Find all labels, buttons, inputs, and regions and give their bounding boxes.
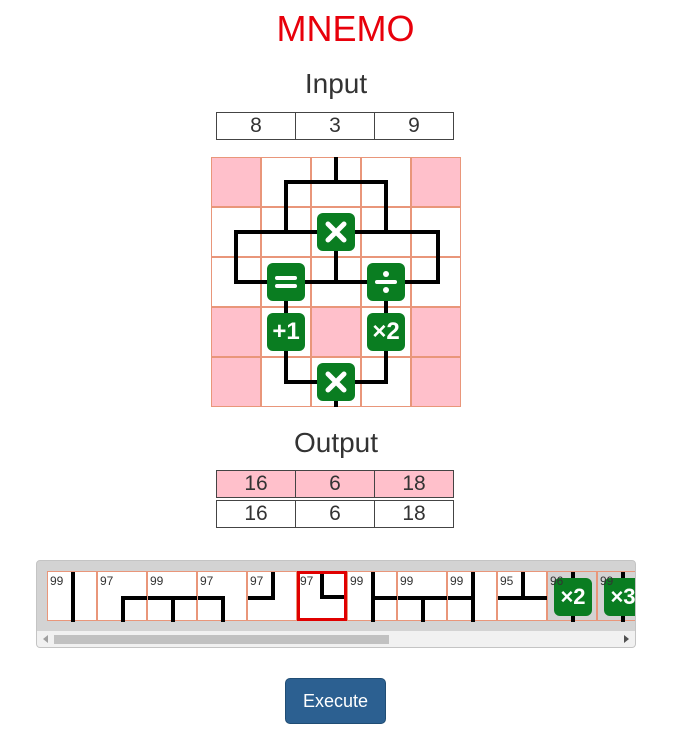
tile-count: 97 — [250, 574, 264, 588]
scroll-right-arrow-icon[interactable] — [624, 635, 629, 643]
board-cell[interactable] — [211, 357, 261, 407]
palette-tiles: 99 97 99 97 97 — [47, 571, 635, 633]
wire-tile-icon — [248, 572, 275, 600]
board-cell[interactable] — [411, 307, 461, 357]
times-icon — [325, 221, 347, 243]
board-cell[interactable] — [211, 307, 261, 357]
input-cell: 3 — [295, 112, 375, 140]
palette-tile[interactable]: 99 — [397, 571, 448, 622]
tile-count: 99 — [50, 574, 64, 588]
multiply-op-bottom[interactable] — [317, 363, 355, 401]
wire-tile-icon — [498, 572, 548, 600]
wire-tile-icon — [198, 596, 225, 622]
board-cell[interactable] — [411, 357, 461, 407]
palette-tile[interactable]: 99 — [447, 571, 497, 622]
board-cell[interactable] — [411, 157, 461, 207]
tile-count: 99 — [150, 574, 164, 588]
plus-one-icon: +1 — [272, 318, 300, 345]
palette-scrollbar[interactable] — [37, 631, 635, 647]
wire-tile-icon — [148, 596, 198, 622]
actual-output-row: 16 6 18 — [216, 500, 456, 528]
input-row: 8 3 9 — [216, 112, 456, 140]
wire-tile-icon — [71, 572, 75, 622]
execute-button[interactable]: Execute — [285, 678, 386, 724]
expected-output-cell: 18 — [374, 470, 454, 498]
tile-count: 99 — [400, 574, 414, 588]
tile-count: 99 — [350, 574, 364, 588]
tile-count: 95 — [500, 574, 514, 588]
actual-output-cell: 18 — [374, 500, 454, 528]
tile-palette: 99 97 99 97 97 — [36, 560, 636, 648]
puzzle-board: +1 ×2 — [211, 157, 461, 407]
expected-output-row: 16 6 18 — [216, 470, 456, 498]
times-two-op[interactable]: ×2 — [367, 313, 405, 351]
actual-output-cell: 16 — [216, 500, 296, 528]
board-cell[interactable] — [211, 157, 261, 207]
wire-tile-icon — [320, 574, 344, 599]
palette-tile[interactable]: ×2 96 — [547, 571, 597, 622]
times-two-icon: ×2 — [372, 318, 400, 345]
times-three-icon: ×3 — [604, 578, 635, 616]
multiply-op-top[interactable] — [317, 213, 355, 251]
times-two-icon: ×2 — [554, 578, 592, 616]
palette-tile[interactable]: 97 — [97, 571, 148, 622]
scroll-thumb[interactable] — [54, 635, 389, 644]
input-cell: 8 — [216, 112, 296, 140]
palette-tile[interactable]: 95 — [497, 571, 548, 621]
output-label: Output — [293, 427, 379, 458]
tile-count: 99 — [600, 574, 614, 588]
wire-tile-icon — [121, 596, 148, 622]
palette-tile[interactable]: ×3 99 — [597, 571, 635, 622]
equals-op[interactable] — [267, 263, 305, 301]
palette-tile[interactable]: 97 — [247, 571, 297, 621]
tile-count: 99 — [450, 574, 464, 588]
tile-count: 97 — [100, 574, 114, 588]
input-cell: 9 — [374, 112, 454, 140]
equals-icon — [275, 276, 297, 288]
times-icon — [325, 371, 347, 393]
tile-count: 97 — [200, 574, 214, 588]
tile-count: 97 — [300, 574, 314, 588]
tile-count: 96 — [550, 574, 564, 588]
actual-output-cell: 6 — [295, 500, 375, 528]
scroll-left-arrow-icon[interactable] — [43, 635, 48, 643]
expected-output-cell: 6 — [295, 470, 375, 498]
palette-tile[interactable]: 97 — [197, 571, 247, 622]
plus-one-op[interactable]: +1 — [267, 313, 305, 351]
divide-icon — [375, 271, 397, 293]
app-title: MNEMO — [276, 8, 415, 49]
divide-op[interactable] — [367, 263, 405, 301]
expected-output-cell: 16 — [216, 470, 296, 498]
wire-tile-icon — [448, 572, 475, 622]
wire-tile-icon — [371, 572, 398, 622]
wire-tile-icon — [398, 596, 448, 622]
palette-tile[interactable]: 99 — [147, 571, 198, 622]
board-cell[interactable] — [311, 307, 361, 357]
input-label: Input — [304, 68, 368, 99]
palette-tile[interactable]: 99 — [347, 571, 398, 622]
palette-tile[interactable]: 99 — [47, 571, 97, 622]
palette-tile-selected[interactable]: 97 — [297, 571, 347, 621]
